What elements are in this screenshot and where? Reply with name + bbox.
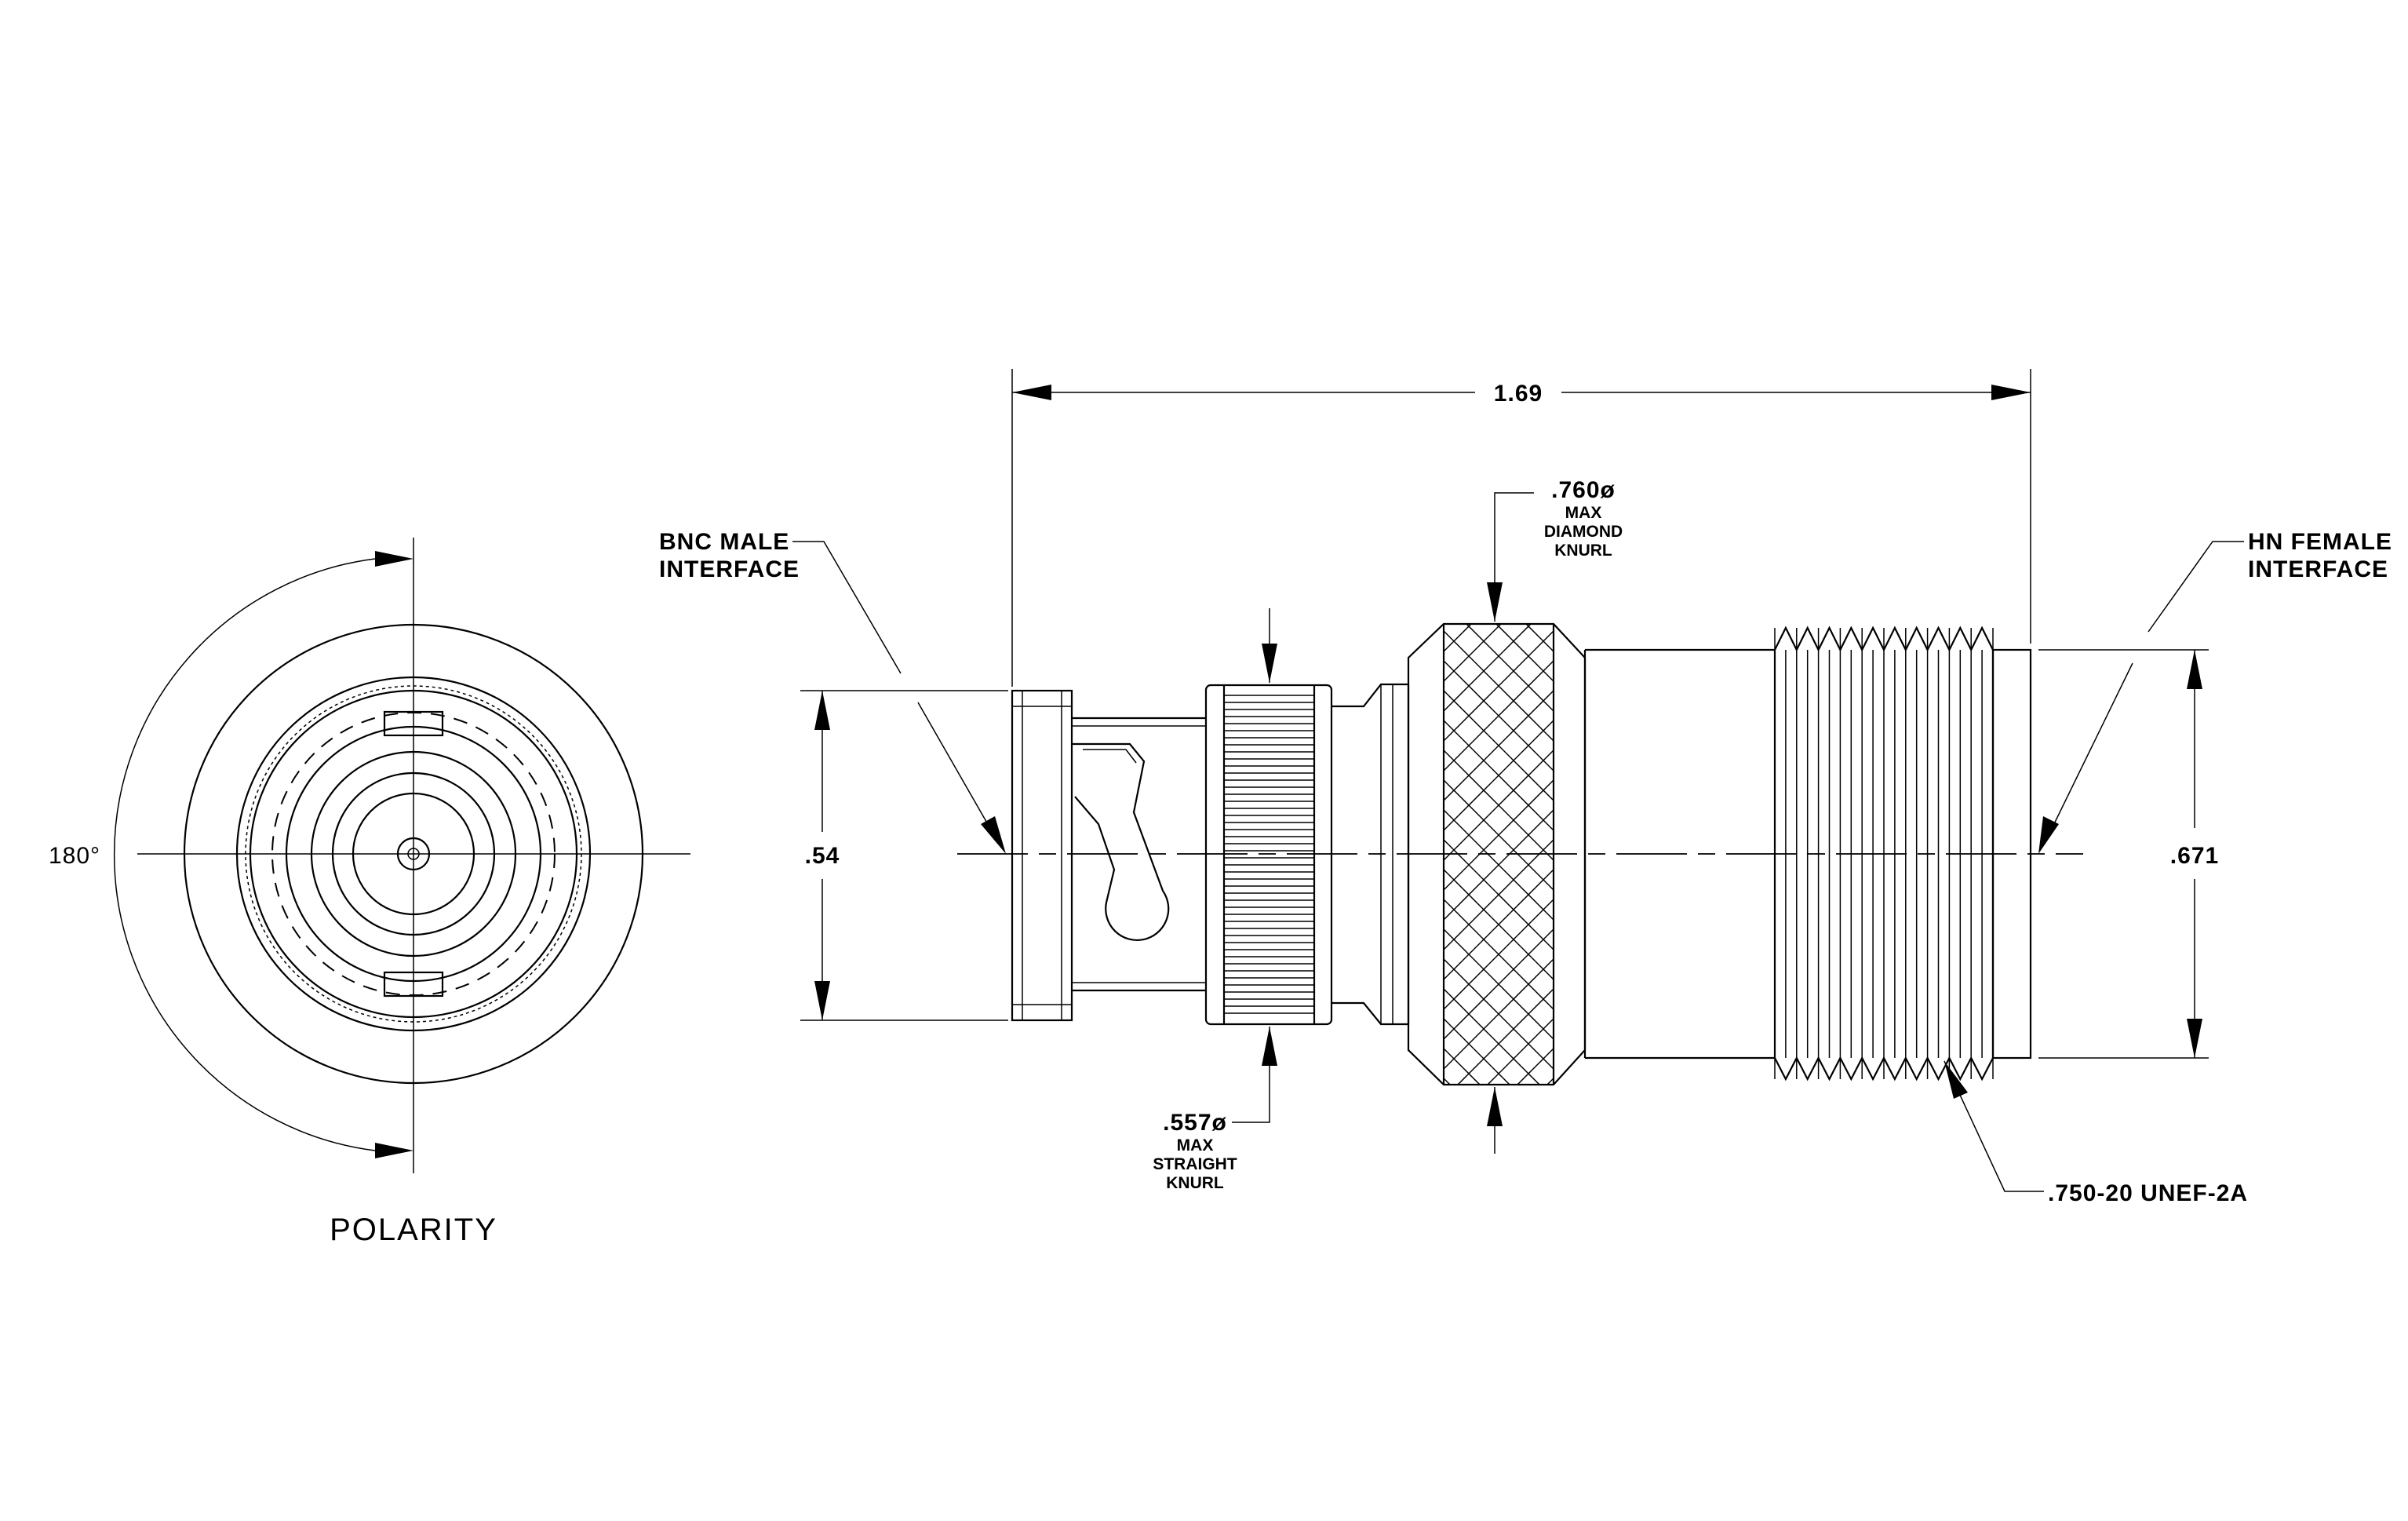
polarity-stud-top bbox=[383, 710, 444, 737]
diamond-knurl-hatch bbox=[1444, 392, 1554, 502]
hn-threads bbox=[1773, 626, 1995, 1081]
diamond-knurl-hatch bbox=[1444, 720, 1554, 831]
diamond-knurl-hatch bbox=[1444, 482, 1554, 592]
diamond-knurl-dim: .760ø bbox=[1551, 477, 1616, 503]
polarity-angle-label: 180° bbox=[49, 843, 100, 869]
diamond-knurl-hatch bbox=[1444, 624, 1503, 682]
diamond-knurl-hatch bbox=[1444, 690, 1554, 801]
polarity-center-pin bbox=[396, 837, 431, 871]
diamond-knurl-hatch bbox=[1444, 1138, 1554, 1248]
diamond-knurl-hatch bbox=[1444, 422, 1554, 532]
diamond-knurl-hatch bbox=[1444, 482, 1554, 592]
diamond-knurl-hatch bbox=[1444, 1078, 1452, 1085]
diamond-knurl-hatch bbox=[1444, 512, 1554, 622]
polarity-knurl-ring-inner bbox=[249, 689, 578, 1019]
polarity-ring-7 bbox=[352, 792, 475, 916]
diamond-knurl-hatch bbox=[1444, 392, 1554, 502]
diamond-knurl-hatch bbox=[1546, 1078, 1554, 1085]
diamond-knurl-nut bbox=[1407, 392, 1587, 1337]
polarity-knurl-ring bbox=[245, 685, 582, 1023]
diamond-knurl-hatch bbox=[1444, 1227, 1554, 1337]
diamond-knurl-hatch bbox=[1444, 660, 1554, 771]
diamond-knurl-hatch bbox=[1444, 624, 1532, 712]
diamond-knurl-hatch bbox=[1444, 624, 1473, 652]
diamond-knurl-hatch bbox=[1444, 750, 1554, 861]
polarity-ring-4 bbox=[285, 725, 542, 983]
diamond-knurl-hatch bbox=[1444, 512, 1554, 622]
polarity-outer-ring bbox=[183, 623, 644, 1085]
diamond-knurl-hatch bbox=[1444, 1168, 1554, 1278]
diamond-knurl-hatch bbox=[1444, 452, 1554, 562]
diamond-knurl-hatch bbox=[1444, 1198, 1554, 1308]
polarity-stud-bottom bbox=[383, 971, 444, 998]
dim-overall-length: 1.69 bbox=[1011, 369, 2031, 687]
diamond-knurl-hatch bbox=[1444, 1168, 1554, 1278]
diamond-knurl-hatch bbox=[1444, 1138, 1554, 1248]
diamond-knurl-hatch bbox=[1444, 928, 1554, 1040]
bnc-bayonet-body bbox=[1072, 717, 1206, 992]
diamond-knurl-hatch bbox=[1444, 422, 1554, 532]
polarity-arc bbox=[113, 558, 376, 1151]
polarity-center-pin-tip bbox=[407, 848, 420, 860]
diamond-knurl-hatch bbox=[1444, 809, 1554, 921]
diamond-knurl-callout: .760ø MAX DIAMOND KNURL bbox=[1487, 477, 1623, 1154]
hn-diameter-text: .671 bbox=[2170, 843, 2219, 869]
straight-knurl-line3: KNURL bbox=[1166, 1174, 1224, 1192]
hn-interface-callout: HN FEMALE INTERFACE bbox=[2038, 529, 2392, 854]
thread-profile-top bbox=[1774, 626, 1994, 652]
straight-knurl-line2: STRAIGHT bbox=[1153, 1155, 1237, 1173]
diamond-knurl-hatch bbox=[1444, 1198, 1554, 1308]
bnc-interface-line2: INTERFACE bbox=[659, 556, 800, 582]
polarity-ring-6 bbox=[331, 771, 496, 936]
polarity-arrow-bottom bbox=[375, 1143, 413, 1158]
bnc-diameter-text: .54 bbox=[805, 843, 840, 869]
thread-callout: .750-20 UNEF-2A bbox=[1944, 1060, 2248, 1206]
diamond-knurl-hatch bbox=[1444, 452, 1554, 562]
diamond-knurl-hatch bbox=[1444, 630, 1554, 742]
diamond-knurl-hatch bbox=[1444, 779, 1554, 891]
polarity-knurl-ring-outer bbox=[235, 676, 592, 1032]
dim-bnc-diameter: .54 bbox=[800, 690, 1008, 1021]
diamond-knurl-hatch bbox=[1444, 1048, 1481, 1085]
diamond-knurl-hatch bbox=[1444, 1227, 1554, 1337]
side-view: 1.69 .54 .671 BNC MALE INTERFACE bbox=[659, 369, 2392, 1337]
diamond-knurl-hatch bbox=[1444, 958, 1554, 1070]
diamond-knurl-hatch bbox=[1444, 839, 1554, 950]
polarity-ring-5 bbox=[310, 750, 517, 957]
diamond-knurl-line2: DIAMOND bbox=[1544, 523, 1623, 541]
bnc-interface-line1: BNC MALE bbox=[659, 529, 789, 555]
diamond-knurl-line1: MAX bbox=[1565, 504, 1602, 522]
diamond-knurl-hatch bbox=[1444, 899, 1554, 1010]
hn-interface-line2: INTERFACE bbox=[2248, 556, 2388, 582]
overall-length-text: 1.69 bbox=[1494, 381, 1543, 407]
hn-interface-line1: HN FEMALE bbox=[2248, 529, 2392, 555]
hn-body bbox=[1583, 648, 1775, 1060]
diamond-knurl-hatch bbox=[1444, 869, 1554, 980]
thread-profile-bottom bbox=[1774, 1056, 1994, 1081]
straight-knurl-callout: .557ø MAX STRAIGHT KNURL bbox=[1153, 608, 1277, 1192]
diamond-knurl-hatch bbox=[1516, 1048, 1554, 1085]
polarity-arrow-top bbox=[375, 551, 413, 567]
straight-knurl-nut bbox=[1204, 684, 1333, 1026]
bnc-front-ring bbox=[1011, 689, 1073, 1022]
bnc-interface-callout: BNC MALE INTERFACE bbox=[659, 529, 1006, 854]
diamond-knurl-line3: KNURL bbox=[1554, 542, 1612, 560]
diamond-knurl-hatch bbox=[1456, 988, 1554, 1085]
diamond-knurl-hatch bbox=[1486, 1018, 1554, 1085]
polarity-title: POLARITY bbox=[330, 1213, 497, 1247]
dim-hn-diameter: .671 bbox=[2038, 649, 2219, 1059]
straight-knurl-dim: .557ø bbox=[1163, 1110, 1227, 1136]
diamond-knurl-hatch bbox=[1525, 624, 1554, 652]
polarity-view: 180° POLARITY bbox=[49, 538, 690, 1247]
thread-callout-text: .750-20 UNEF-2A bbox=[2048, 1180, 2248, 1206]
straight-knurl-line1: MAX bbox=[1177, 1136, 1214, 1154]
hn-female-end bbox=[1991, 648, 2032, 1060]
